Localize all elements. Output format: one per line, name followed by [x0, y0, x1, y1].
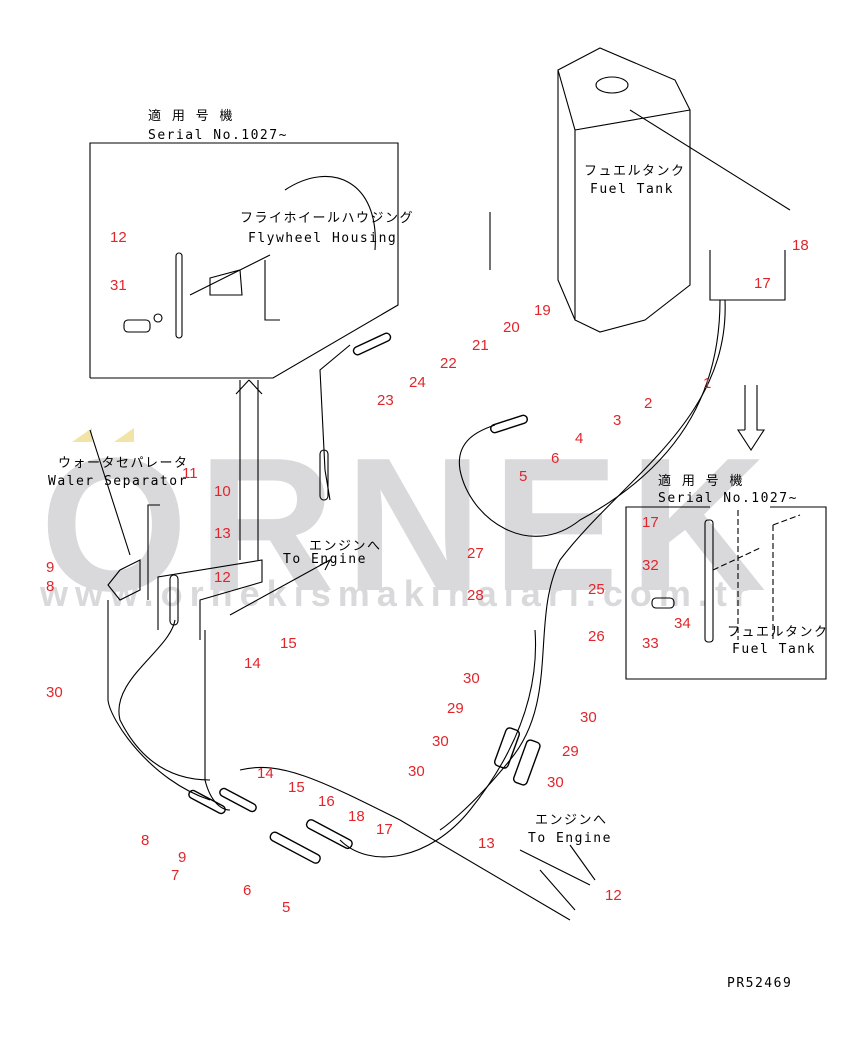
watermark-url: www.ornekismakinalari.com.tr: [39, 573, 755, 614]
callout[interactable]: 17: [642, 514, 659, 531]
callout[interactable]: 16: [318, 793, 335, 810]
callout[interactable]: 29: [447, 700, 464, 717]
callout[interactable]: 5: [282, 899, 290, 916]
callout[interactable]: 14: [244, 655, 261, 672]
callout[interactable]: 19: [534, 302, 551, 319]
callout[interactable]: 25: [588, 581, 605, 598]
callout[interactable]: 12: [110, 229, 127, 246]
flywheel-jp: フライホイールハウジング: [240, 211, 414, 226]
callout[interactable]: 12: [214, 569, 231, 586]
arrow-down: [736, 385, 766, 452]
callout[interactable]: 24: [409, 374, 426, 391]
callout[interactable]: 11: [182, 465, 198, 482]
water-separator-en: Waler Separator: [48, 474, 188, 489]
hose-30: [118, 619, 211, 781]
arrow-up: [235, 379, 263, 560]
serial-jp: 適 用 号 機: [148, 108, 234, 124]
callout[interactable]: 7: [171, 867, 179, 884]
to-engine-en-2: To Engine: [528, 831, 612, 846]
callout[interactable]: 30: [547, 774, 564, 791]
callout[interactable]: 12: [605, 887, 622, 904]
callout[interactable]: 21: [472, 337, 489, 354]
callout[interactable]: 14: [257, 765, 274, 782]
water-separator-jp: ウォータセパレータ: [58, 456, 189, 471]
callout[interactable]: 9: [46, 559, 54, 576]
callout[interactable]: 17: [754, 275, 771, 292]
callout[interactable]: 30: [432, 733, 449, 750]
flywheel-en: Flywheel Housing: [248, 231, 397, 246]
serial-en: Serial No.1027~: [148, 128, 288, 143]
callout[interactable]: 30: [580, 709, 597, 726]
callout[interactable]: 22: [440, 355, 457, 372]
callout[interactable]: 2: [644, 395, 652, 412]
callout[interactable]: 34: [674, 615, 691, 632]
callout[interactable]: 17: [376, 821, 393, 838]
hose-14: [204, 630, 571, 921]
hose-return: [339, 629, 537, 858]
callout[interactable]: 18: [348, 808, 365, 825]
watermark: ORNEK www.ornekismakinalari.com.tr: [39, 419, 776, 631]
callout[interactable]: 30: [46, 684, 63, 701]
fuel-tank: フュエルタンク Fuel Tank: [489, 47, 791, 333]
to-engine-jp: エンジンへ: [309, 539, 382, 554]
inset-serial-jp: 適 用 号 機: [658, 473, 744, 489]
callout[interactable]: 4: [575, 430, 583, 447]
callout[interactable]: 15: [280, 635, 297, 652]
inset-fuel-tank-en: Fuel Tank: [732, 642, 816, 657]
hose-5: [458, 299, 721, 537]
callout[interactable]: 10: [214, 483, 231, 500]
callout[interactable]: 6: [551, 450, 559, 467]
callout[interactable]: 13: [214, 525, 231, 542]
callout[interactable]: 30: [463, 670, 480, 687]
hose-8: [107, 600, 211, 801]
callout[interactable]: 20: [503, 319, 520, 336]
to-engine-jp-2: エンジンへ: [535, 813, 608, 828]
callout[interactable]: 31: [110, 277, 127, 294]
callout[interactable]: 27: [467, 545, 484, 562]
callout[interactable]: 6: [243, 882, 251, 899]
fuel-tank-inset: 適 用 号 機 Serial No.1027~ フュエルタンク Fuel Tan…: [625, 473, 829, 680]
hose-17: [439, 299, 726, 831]
callout[interactable]: 15: [288, 779, 305, 796]
callout[interactable]: 33: [642, 635, 659, 652]
drawing-id: PR52469: [727, 976, 792, 991]
callout[interactable]: 5: [519, 468, 527, 485]
inset-fuel-tank-jp: フュエルタンク: [727, 625, 829, 640]
callout[interactable]: 30: [408, 763, 425, 780]
callout[interactable]: 9: [178, 849, 186, 866]
callout[interactable]: 8: [141, 832, 149, 849]
callout[interactable]: 1: [703, 375, 711, 392]
callout[interactable]: 8: [46, 578, 54, 595]
callout[interactable]: 29: [562, 743, 579, 760]
callout[interactable]: 32: [642, 557, 659, 574]
callout[interactable]: 13: [478, 835, 495, 852]
callout[interactable]: 23: [377, 392, 394, 409]
watermark-brand: ORNEK: [40, 419, 776, 631]
callout[interactable]: 18: [792, 237, 809, 254]
to-engine-en: To Engine: [283, 552, 367, 567]
inset-serial-en: Serial No.1027~: [658, 491, 798, 506]
fuel-tank-en: Fuel Tank: [590, 182, 674, 197]
callout[interactable]: 26: [588, 628, 605, 645]
callout[interactable]: 3: [613, 412, 621, 429]
fuel-tank-jp: フュエルタンク: [584, 164, 686, 179]
callout[interactable]: 28: [467, 587, 484, 604]
part-callouts: 12 31 23 24 22 21 20 19 18 17 1 2 3 4 6 …: [46, 229, 809, 916]
flywheel-inset: 適 用 号 機 Serial No.1027~ フライホイールハウジング Fly…: [89, 108, 414, 379]
